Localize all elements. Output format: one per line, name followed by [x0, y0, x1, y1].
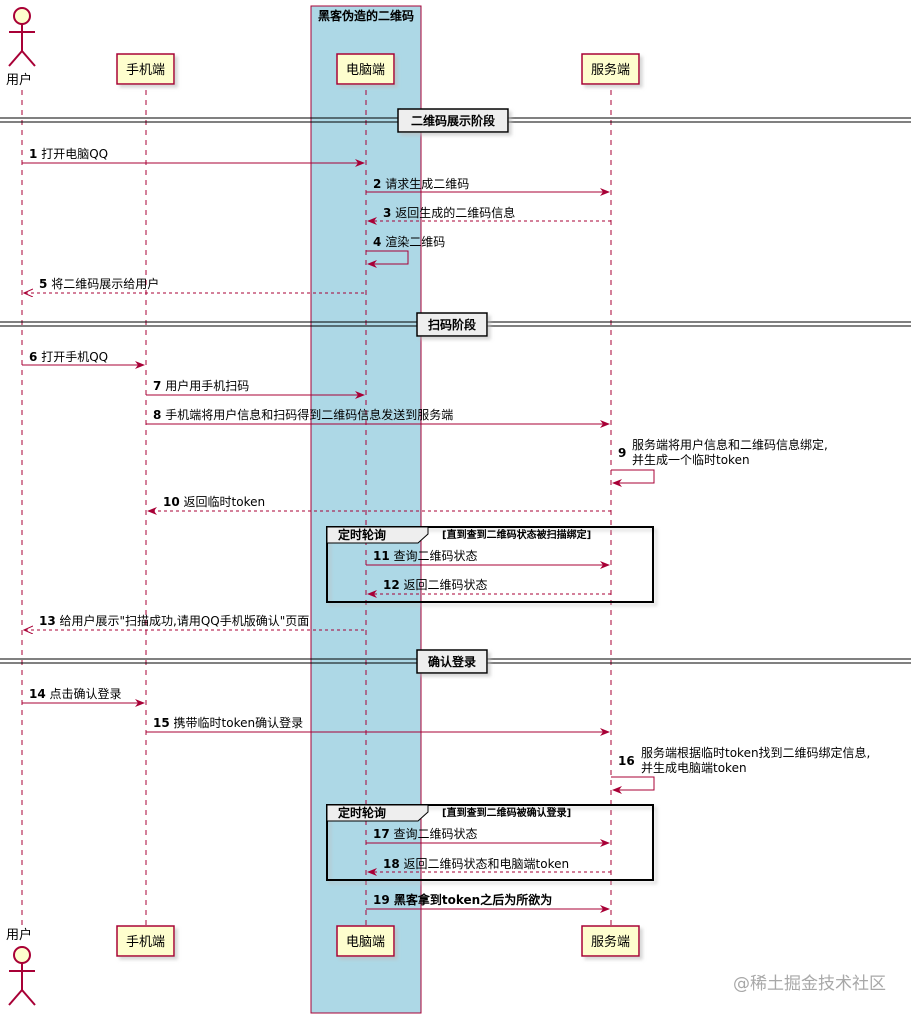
message-3: 3 返回生成的二维码信息: [367, 205, 611, 225]
message-5: 5 将二维码展示给用户: [24, 276, 364, 293]
participant-pc-top: 电脑端: [336, 53, 395, 85]
message-17: 17 查询二维码状态: [366, 827, 610, 847]
svg-text:7 用户用手机扫码: 7 用户用手机扫码: [153, 378, 249, 393]
message-7: 7 用户用手机扫码: [146, 378, 365, 399]
svg-text:服务端根据临时token找到二维码绑定信息,: 服务端根据临时token找到二维码绑定信息,: [641, 745, 870, 760]
loop-title: 定时轮询: [338, 527, 386, 542]
svg-text:19 黑客拿到token之后为所欲为: 19 黑客拿到token之后为所欲为: [373, 892, 552, 907]
actor-user-label: 用户: [6, 72, 32, 88]
divider-qr-display: 二维码展示阶段: [0, 108, 911, 133]
svg-text:服务端将用户信息和二维码信息绑定,: 服务端将用户信息和二维码信息绑定,: [632, 437, 828, 452]
message-18: 18 返回二维码状态和电脑端token: [367, 857, 611, 876]
participant-server-top: 服务端: [581, 53, 640, 85]
loop-1: 定时轮询 [直到查到二维码状态被扫描绑定]: [326, 526, 654, 603]
message-1: 1 打开电脑QQ: [22, 147, 365, 167]
divider-label: 扫码阶段: [428, 317, 477, 332]
divider-label: 确认登录: [428, 654, 476, 669]
message-9: 9 服务端将用户信息和二维码信息绑定, 并生成一个临时token: [611, 437, 828, 487]
message-6: 6 打开手机QQ: [22, 350, 145, 369]
actor-user-top: 用户: [6, 7, 36, 88]
svg-text:3 返回生成的二维码信息: 3 返回生成的二维码信息: [383, 205, 515, 220]
participant-server-bottom: 服务端: [581, 925, 640, 957]
divider-label: 二维码展示阶段: [411, 113, 496, 128]
message-11: 11 查询二维码状态: [366, 549, 610, 569]
actor-user-label: 用户: [6, 927, 32, 943]
message-12: 12 返回二维码状态: [367, 578, 611, 598]
message-13: 13 给用户展示"扫描成功,请用QQ手机版确认"页面: [24, 613, 364, 630]
participant-phone-label: 手机端: [126, 63, 165, 78]
message-15: 15 携带临时token确认登录: [146, 715, 610, 736]
loop-title: 定时轮询: [338, 805, 386, 820]
message-4: 4 渲染二维码: [366, 234, 445, 268]
watermark: @稀土掘金技术社区: [733, 974, 886, 994]
svg-text:17 查询二维码状态: 17 查询二维码状态: [373, 827, 478, 841]
svg-text:9: 9: [618, 446, 626, 460]
loop-condition: [直到查到二维码状态被扫描绑定]: [442, 528, 591, 541]
message-2: 2 请求生成二维码: [366, 177, 610, 196]
message-10: 10 返回临时token: [147, 495, 611, 515]
svg-text:6 打开手机QQ: 6 打开手机QQ: [29, 350, 108, 364]
svg-text:8 手机端将用户信息和扫码得到二维码信息发送到服务端: 8 手机端将用户信息和扫码得到二维码信息发送到服务端: [153, 407, 453, 422]
participant-phone-top: 手机端: [116, 53, 175, 85]
svg-text:18 返回二维码状态和电脑端token: 18 返回二维码状态和电脑端token: [383, 857, 569, 871]
svg-text:5 将二维码展示给用户: 5 将二维码展示给用户: [39, 276, 159, 291]
svg-text:2 请求生成二维码: 2 请求生成二维码: [373, 177, 469, 191]
participant-pc-label: 电脑端: [346, 935, 385, 950]
svg-text:并生成一个临时token: 并生成一个临时token: [632, 453, 750, 467]
message-8: 8 手机端将用户信息和扫码得到二维码信息发送到服务端: [146, 407, 610, 428]
svg-text:13 给用户展示"扫描成功,请用QQ手机版确认"页面: 13 给用户展示"扫描成功,请用QQ手机版确认"页面: [39, 613, 309, 628]
box-title: 黑客伪造的二维码: [318, 8, 414, 23]
participant-server-label: 服务端: [591, 934, 630, 950]
svg-text:并生成电脑端token: 并生成电脑端token: [641, 761, 747, 775]
message-14: 14 点击确认登录: [22, 686, 145, 707]
svg-text:12 返回二维码状态: 12 返回二维码状态: [383, 578, 488, 592]
divider-confirm: 确认登录: [0, 649, 911, 674]
svg-text:1 打开电脑QQ: 1 打开电脑QQ: [29, 147, 108, 161]
svg-text:16: 16: [618, 754, 635, 768]
svg-text:10 返回临时token: 10 返回临时token: [163, 495, 265, 509]
svg-text:4 渲染二维码: 4 渲染二维码: [373, 234, 445, 249]
svg-text:14 点击确认登录: 14 点击确认登录: [29, 686, 122, 701]
participant-pc-label: 电脑端: [346, 63, 385, 78]
message-19: 19 黑客拿到token之后为所欲为: [366, 892, 610, 913]
participant-phone-bottom: 手机端: [116, 925, 175, 957]
loop-condition: [直到查到二维码被确认登录]: [442, 806, 571, 819]
actor-user-bottom: 用户: [6, 927, 36, 1006]
participant-phone-label: 手机端: [126, 935, 165, 950]
divider-scan: 扫码阶段: [0, 312, 911, 337]
participant-pc-bottom: 电脑端: [336, 925, 395, 957]
loop-2: 定时轮询 [直到查到二维码被确认登录]: [326, 804, 654, 881]
message-16: 16 服务端根据临时token找到二维码绑定信息, 并生成电脑端token: [611, 745, 870, 794]
svg-text:15 携带临时token确认登录: 15 携带临时token确认登录: [153, 715, 303, 730]
svg-text:11 查询二维码状态: 11 查询二维码状态: [373, 549, 478, 563]
participant-server-label: 服务端: [591, 62, 630, 78]
